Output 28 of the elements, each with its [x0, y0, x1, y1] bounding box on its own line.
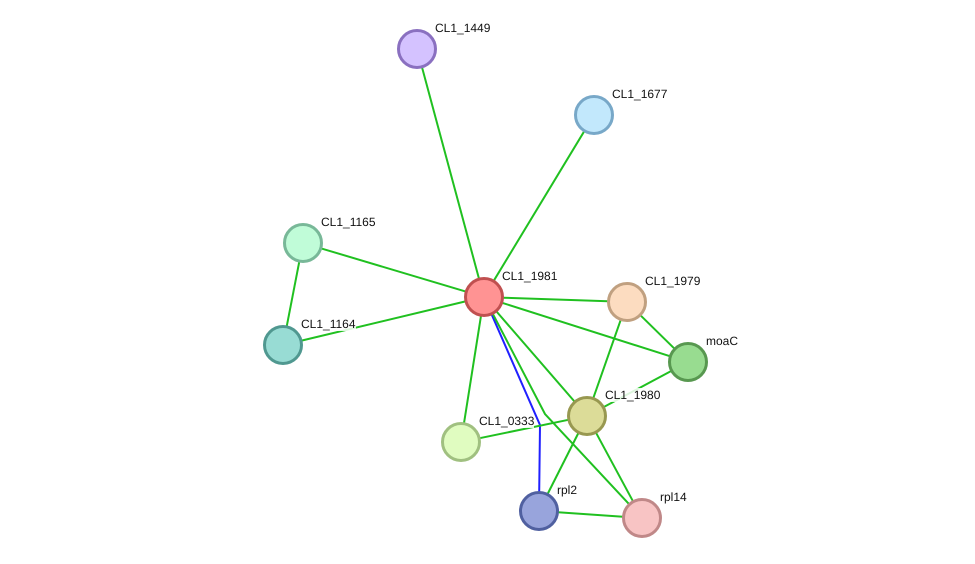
- connector: [463, 316, 482, 424]
- connector: [546, 432, 580, 494]
- connector: [301, 300, 466, 342]
- connector: [558, 511, 624, 518]
- connector: [286, 261, 300, 327]
- connector: [592, 320, 622, 398]
- connector: [490, 314, 541, 492]
- node-label: rpl14: [660, 490, 687, 504]
- connector: [421, 67, 480, 279]
- node-label: CL1_0333: [479, 414, 534, 428]
- node-label: CL1_1164: [301, 317, 356, 331]
- connector: [640, 314, 676, 350]
- node-label: CL1_1165: [321, 215, 376, 229]
- connector: [320, 247, 466, 293]
- node-label: CL1_1980: [605, 388, 660, 402]
- connector: [502, 302, 670, 358]
- connector: [479, 418, 569, 440]
- node-label: CL1_1981: [502, 269, 558, 283]
- connector: [502, 296, 608, 302]
- connector: [496, 310, 576, 402]
- connector: [492, 313, 630, 505]
- node-label: moaC: [706, 334, 738, 348]
- node-label: CL1_1449: [435, 21, 490, 35]
- node-label: CL1_1979: [645, 274, 700, 288]
- node-label: rpl2: [557, 483, 578, 497]
- connector: [595, 432, 634, 502]
- connector: [492, 130, 586, 282]
- node-label: CL1_1677: [612, 87, 668, 101]
